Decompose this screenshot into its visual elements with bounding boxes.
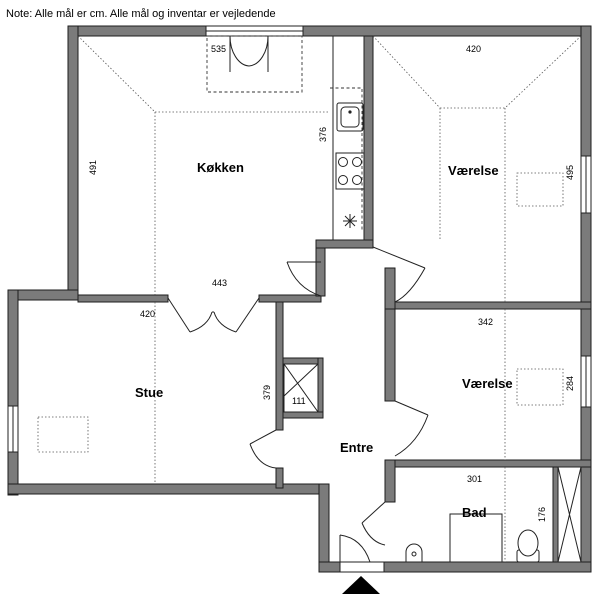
- sink-icon: [336, 102, 364, 132]
- door-living: [249, 429, 277, 469]
- window-bedroom2: [580, 355, 592, 408]
- dim-bath-top: 301: [467, 474, 482, 484]
- hall-closet: [283, 363, 319, 413]
- door-bedroom1: [372, 246, 426, 303]
- door-bath: [361, 501, 386, 546]
- dim-bath-right: 176: [537, 507, 547, 522]
- door-entrance: [339, 534, 371, 563]
- dim-bedroom1-top: 420: [466, 44, 481, 54]
- shower-area: [449, 513, 503, 563]
- plan-note: Note: Alle mål er cm. Alle mål og invent…: [6, 8, 276, 20]
- dim-living-vert: 379: [262, 385, 272, 400]
- window-bedroom1: [580, 155, 592, 214]
- bed-outline-bedroom1: [516, 172, 564, 207]
- room-label-living: Stue: [135, 385, 163, 400]
- walls: [7, 25, 592, 573]
- window-living: [7, 405, 19, 453]
- door-bedroom2: [394, 400, 429, 457]
- entrance-arrow-icon: [342, 576, 380, 594]
- dim-kitchen-left: 491: [88, 160, 98, 175]
- window-casement-icon: [229, 35, 269, 72]
- door-kitchen-living: [167, 297, 260, 333]
- dim-closet: 111: [292, 396, 306, 406]
- room-label-bedroom1: Værelse: [448, 163, 499, 178]
- room-label-entrance: Entre: [340, 440, 373, 455]
- bath-closet: [557, 466, 582, 563]
- washbasin-icon: [405, 543, 423, 563]
- dim-living-left: 420: [140, 309, 155, 319]
- ceiling-lines: [77, 35, 582, 562]
- entrance-door-gap: [339, 561, 385, 573]
- dim-kitchen-top: 535: [211, 44, 226, 54]
- dim-bedroom2-right: 284: [565, 376, 575, 391]
- room-label-bath: Bad: [462, 505, 487, 520]
- stove-icon: [335, 152, 365, 190]
- dim-kitchen-inner: 376: [318, 127, 328, 142]
- dim-bedroom1-right: 495: [565, 165, 575, 180]
- room-label-kitchen: Køkken: [197, 160, 244, 175]
- door-kitchen-entrance: [286, 261, 322, 297]
- kitchen-counter: [206, 35, 365, 241]
- bed-outline-bedroom2: [516, 368, 564, 406]
- window-kitchen: [205, 25, 304, 37]
- rug-outline-living: [37, 416, 89, 453]
- toilet-icon: [516, 529, 540, 563]
- dim-living-top: 443: [212, 278, 227, 288]
- room-label-bedroom2: Værelse: [462, 376, 513, 391]
- dim-bedroom2-top: 342: [478, 317, 493, 327]
- extractor-fan-icon: [343, 214, 357, 228]
